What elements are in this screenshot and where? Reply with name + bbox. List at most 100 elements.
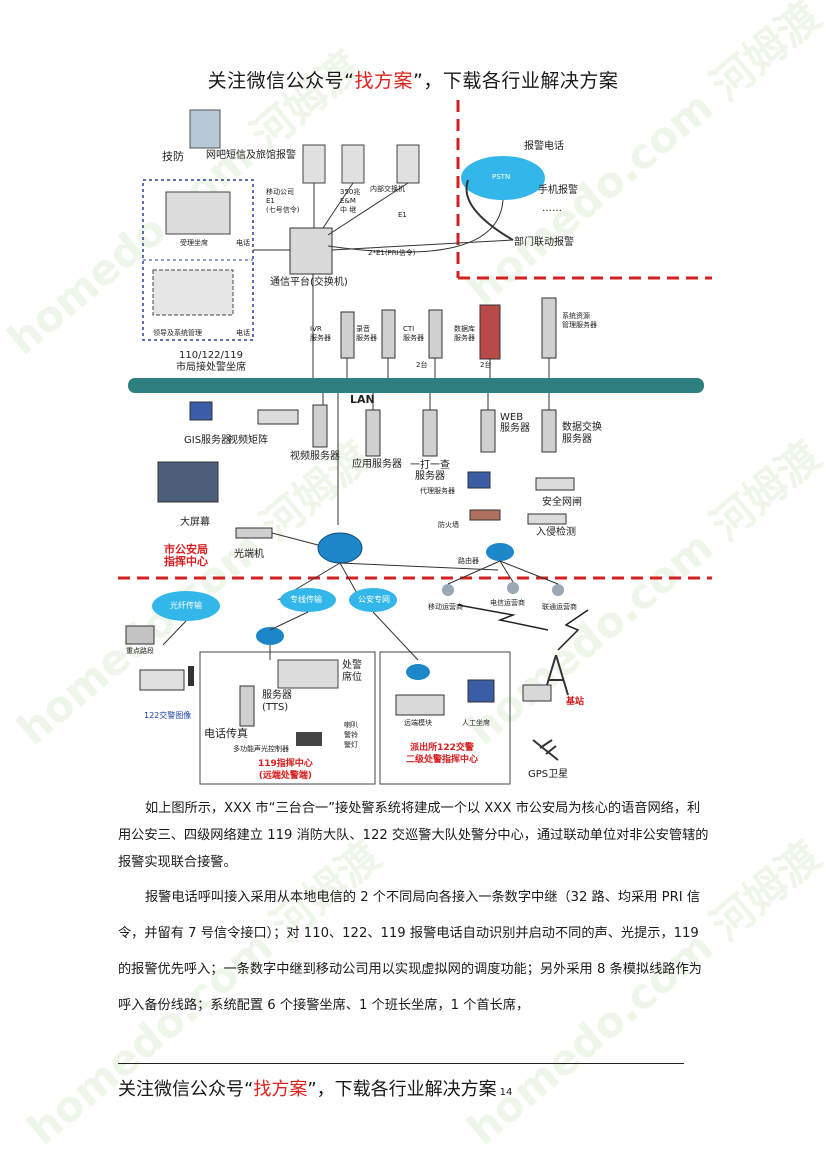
manual-seat-icon — [467, 679, 495, 703]
label-key-point: 重点路段 — [126, 647, 154, 655]
label-fiber: 光纤传输 — [170, 601, 202, 610]
page-number: 14 — [499, 1087, 513, 1098]
gis-monitor-icon — [189, 401, 213, 421]
lightning-link — [457, 604, 549, 631]
intrusion-detection-icon — [527, 513, 567, 525]
mobile-operator-icon — [442, 584, 454, 596]
diagram-graphics — [118, 100, 712, 785]
dedicated-line-cloud — [280, 588, 336, 612]
ivr-server-icon — [340, 311, 355, 359]
web-server-icon — [480, 409, 496, 453]
accept-seat-desk — [165, 191, 231, 235]
app-server-icon — [365, 409, 381, 457]
unicom-operator-icon — [552, 584, 564, 596]
label-phone-1: 电话 — [236, 239, 250, 247]
label-fire-center: 119指挥中心 (远端处警端) — [258, 759, 313, 781]
label-control: 多功能声光控制器 — [233, 745, 289, 753]
label-secure-gate: 安全网闸 — [542, 497, 582, 508]
label-accept-seat: 受理坐席 — [180, 239, 208, 247]
label-phone-2: 电话 — [236, 329, 250, 337]
header-highlight: 找方案 — [354, 70, 413, 92]
label-unicom: 联通运营商 — [542, 603, 577, 611]
label-dispatch-seat: 处警 席位 — [342, 660, 362, 683]
label-video-matrix: 视频矩阵 — [228, 435, 268, 446]
label-dept-alarm: 部门联动报警 — [514, 237, 574, 248]
control-box-icon — [296, 732, 322, 746]
camera-icon — [125, 625, 155, 645]
label-cti: CTI 服务器 — [403, 325, 424, 342]
firewall-icon — [469, 509, 501, 521]
label-web-server: WEB 服务器 — [500, 412, 530, 434]
label-gis: GIS服务器 — [184, 435, 232, 446]
secure-gateway-icon — [535, 477, 575, 491]
pstn-cloud — [461, 156, 545, 200]
video-matrix-icon — [257, 409, 299, 425]
big-screen-icon — [157, 461, 219, 503]
footer-divider — [118, 1063, 684, 1064]
core-router-icon — [317, 532, 363, 564]
body-paragraph-1: 如上图所示，XXX 市“三台合一”接处警系统将建成一个以 XXX 市公安局为核心… — [118, 801, 709, 870]
optical-terminal-icon — [235, 527, 273, 539]
label-seats-110: 110/122/119 市局接处警坐席 — [176, 350, 246, 373]
fiber-transmission-cloud — [152, 591, 220, 621]
label-lan: LAN — [350, 393, 375, 406]
cabinet-icon — [302, 144, 326, 184]
label-dedicated: 专线传输 — [290, 595, 322, 604]
dispatch-desk-icon — [277, 659, 339, 689]
cabinet-icon — [341, 144, 365, 184]
label-optical: 光端机 — [234, 549, 264, 560]
tts-server-icon — [239, 685, 255, 727]
label-router: 路由器 — [458, 557, 479, 565]
label-telecom: 电信运营商 — [490, 599, 525, 607]
label-db: 数据库 服务器 — [454, 325, 475, 342]
station-router-icon — [406, 664, 430, 680]
label-pstn: PSTN — [492, 173, 511, 181]
label-pri: 2*E1(PRI信令) — [368, 249, 416, 257]
label-speaker: 喇叭 警铃 警灯 — [344, 721, 358, 749]
video-server-icon — [312, 404, 328, 448]
body-paragraph-2: 报警电话呼叫接入采用从本地电信的 2 个不同局向各接入一条数字中继（32 路、均… — [118, 890, 702, 1013]
header-suffix: ”，下载各行业解决方案 — [413, 70, 619, 92]
label-alarm-phone: 报警电话 — [524, 141, 564, 152]
label-record: 录音 服务器 — [356, 325, 377, 342]
police-net-cloud — [349, 588, 397, 612]
lan-bus — [128, 378, 704, 393]
cabinet-icon — [396, 144, 420, 184]
label-mobile-op: 移动运营商 — [428, 603, 463, 611]
exchange-server-icon — [541, 409, 557, 453]
footer-prefix: 关注微信公众号“ — [118, 1079, 254, 1100]
label-proxy: 代理服务器 — [420, 487, 455, 495]
fire-center-box — [199, 651, 376, 785]
footer-suffix: ”，下载各行业解决方案 — [307, 1079, 497, 1100]
label-fax: 电话传真 — [204, 727, 248, 740]
seat-area-box — [142, 179, 254, 341]
label-leader-seat: 领导及系统管理 — [153, 329, 202, 337]
label-video-server: 视频服务器 — [290, 451, 340, 462]
label-e350: 350兆 E&M 中 继 — [340, 188, 361, 214]
remote-module-icon — [395, 694, 445, 716]
record-server-icon — [381, 309, 396, 359]
vehicle-icon — [522, 684, 552, 702]
police-station-box — [379, 651, 511, 785]
label-firewall: 防火墙 — [438, 521, 459, 529]
label-police-station: 派出所122交警 二级处警指挥中心 — [406, 743, 479, 765]
label-base-station: 基站 — [566, 697, 585, 707]
lower-router-icon — [256, 627, 284, 645]
system-diagram: 技防 网吧短信及旅馆报警 移动公司 E1 (七号信令) 350兆 E&M 中 继… — [118, 100, 712, 790]
label-manual-seat: 人工坐席 — [462, 719, 490, 727]
label-tts: 服务器 (TTS) — [262, 690, 292, 713]
header-prefix: 关注微信公众号“ — [207, 70, 355, 92]
cti-server-icon — [428, 309, 443, 359]
label-police-net: 公安专网 — [358, 595, 390, 604]
label-gps: GPS卫星 — [528, 769, 569, 780]
label-resource: 系统资源 管理服务器 — [562, 312, 597, 329]
label-comm-platform: 通信平台(交换机) — [270, 277, 348, 288]
label-big-screen: 大屏幕 — [180, 517, 210, 528]
db-server-icon — [479, 304, 501, 360]
gps-satellite-icon — [532, 739, 559, 761]
label-command-center: 市公安局 指挥中心 — [164, 543, 208, 568]
label-internet-hotel: 网吧短信及旅馆报警 — [206, 150, 296, 161]
footer-highlight: 找方案 — [253, 1079, 308, 1100]
label-two-1: 2台 — [416, 361, 428, 369]
